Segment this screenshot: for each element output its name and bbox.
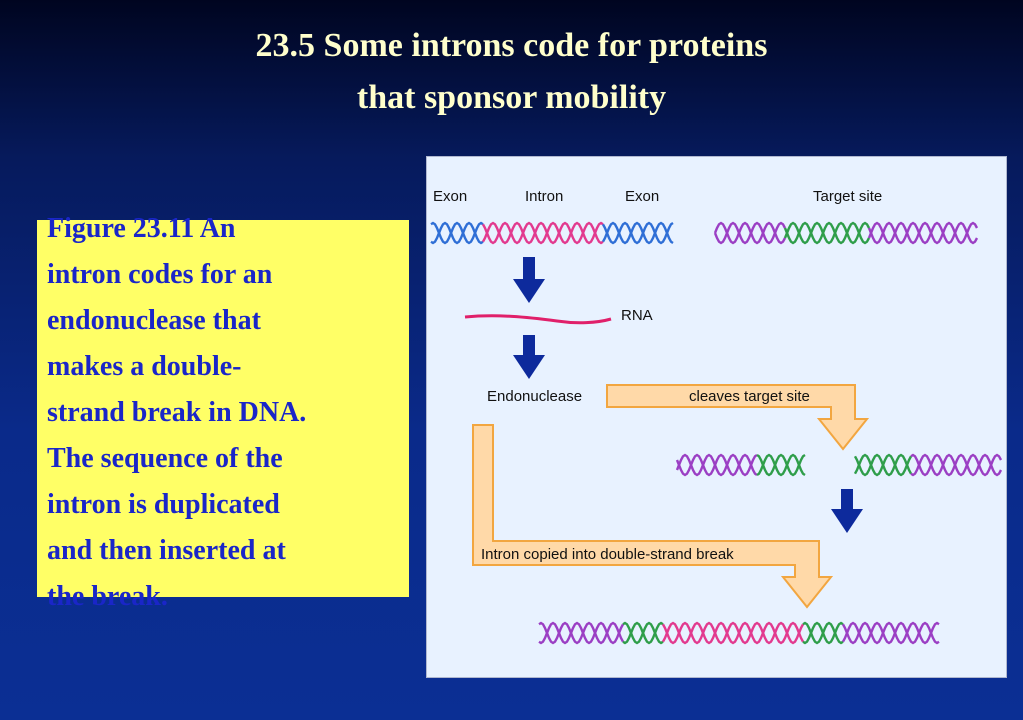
source-dna-helix	[430, 221, 674, 245]
helix-strand	[538, 621, 625, 645]
label-exon-right: Exon	[625, 188, 659, 205]
helix-strand	[910, 453, 1003, 477]
diagram-canvas: Exon Intron Exon Target site RNA Endonuc…	[430, 188, 1003, 645]
helix-strand	[853, 453, 913, 477]
helix-strand	[675, 453, 758, 477]
helix-strand	[713, 221, 787, 245]
inserted-dna-helix	[538, 621, 940, 645]
helix-strand	[802, 621, 844, 645]
helix-strand	[675, 453, 758, 477]
caption-line: and then inserted at	[47, 535, 286, 566]
helix-strand	[756, 453, 806, 477]
helix-strand	[756, 453, 806, 477]
figure-caption: Figure 23.11 An intron codes for an endo…	[47, 206, 409, 620]
caption-line: makes a double-	[47, 351, 242, 382]
helix-strand	[601, 221, 674, 245]
caption-line: The sequence of the	[47, 443, 283, 474]
label-exon-left: Exon	[433, 188, 467, 205]
helix-strand	[867, 221, 979, 245]
caption-background	[37, 220, 409, 597]
caption-line: intron is duplicated	[47, 489, 280, 520]
label-intron: Intron	[525, 188, 563, 205]
helix-strand	[601, 221, 674, 245]
intron-copied-arrow-icon	[472, 424, 834, 609]
caption-line: intron codes for an	[47, 259, 273, 290]
label-endonuclease: Endonuclease	[487, 388, 582, 405]
label-cleaves-target-site: cleaves target site	[689, 388, 810, 405]
helix-strand	[430, 221, 484, 245]
target-dna-helix	[713, 221, 979, 245]
cleaves-arrow-icon	[606, 384, 870, 451]
caption-line: strand break in DNA.	[47, 397, 307, 428]
broken-dna-right-helix	[853, 453, 1003, 477]
helix-strand	[622, 621, 664, 645]
helix-strand	[661, 621, 805, 645]
caption-line: the break.	[47, 581, 168, 612]
slide-title: 23.5 Some introns code for proteins that…	[0, 20, 1023, 124]
intron-mobility-diagram: Exon Intron Exon Target site RNA Endonuc…	[426, 156, 1007, 678]
title-line-2: that sponsor mobility	[356, 79, 667, 116]
helix-strand	[841, 621, 940, 645]
helix-strand	[867, 221, 979, 245]
helix-strand	[481, 221, 604, 245]
helix-strand	[783, 221, 871, 245]
title-line-1: 23.5 Some introns code for proteins	[255, 27, 768, 64]
label-target-site: Target site	[813, 188, 882, 205]
label-intron-copied: Intron copied into double-strand break	[481, 546, 734, 563]
helix-strand	[661, 621, 805, 645]
label-rna: RNA	[621, 307, 653, 324]
down-arrow-icon	[831, 489, 863, 533]
caption-line: Figure 23.11 An	[47, 213, 236, 244]
helix-strand	[538, 621, 625, 645]
down-arrow-icon	[513, 257, 545, 303]
caption-line: endonuclease that	[47, 305, 261, 336]
helix-strand	[910, 453, 1003, 477]
rna-strand	[464, 314, 612, 325]
broken-dna-left-helix	[675, 453, 806, 477]
helix-strand	[430, 221, 484, 245]
down-arrow-icon	[513, 335, 545, 379]
